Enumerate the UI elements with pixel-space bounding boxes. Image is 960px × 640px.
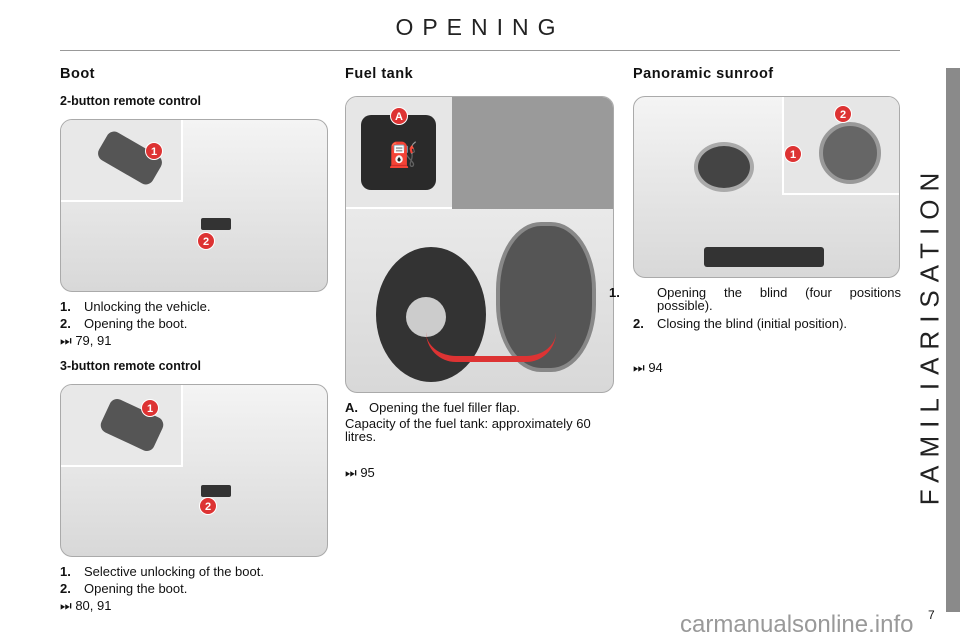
marker-2: 2 <box>197 232 215 250</box>
section-tab-label: FAMILIARISATION <box>914 164 945 506</box>
list-item: 1.Opening the blind (four positions poss… <box>609 285 901 313</box>
fast-forward-icon: ⏭ <box>60 333 72 348</box>
marker-1: 1 <box>141 399 159 417</box>
two-button-heading: 2-button remote control <box>60 94 201 108</box>
list-item: 1.Unlocking the vehicle. <box>60 299 211 314</box>
page-title: OPENING <box>395 14 565 40</box>
watermark: carmanualsonline.info <box>680 611 914 638</box>
fuel-pump-icon: ⛽ <box>388 142 418 169</box>
list-item: A.Opening the fuel filler flap. <box>345 400 521 415</box>
boot-heading: Boot <box>60 66 96 82</box>
page-reference[interactable]: ⏭ 80, 91 <box>60 598 112 613</box>
marker-1: 1 <box>145 142 163 160</box>
fast-forward-icon: ⏭ <box>60 598 72 613</box>
page-reference[interactable]: ⏭ 95 <box>345 465 375 480</box>
sunroof-heading: Panoramic sunroof <box>633 66 774 82</box>
fast-forward-icon: ⏭ <box>633 360 645 375</box>
list-item: 2.Closing the blind (initial position). <box>633 316 848 331</box>
list-item: 2.Opening the boot. <box>60 316 188 331</box>
fuel-capacity-text: Capacity of the fuel tank: approximately… <box>345 416 591 444</box>
page-reference[interactable]: ⏭ 94 <box>633 360 663 375</box>
page-reference[interactable]: ⏭ 79, 91 <box>60 333 112 348</box>
marker-2: 2 <box>834 105 852 123</box>
fuel-flap-illustration: ⛽ A <box>345 96 614 393</box>
fast-forward-icon: ⏭ <box>345 465 357 480</box>
three-button-remote-illustration: 1 2 <box>60 384 328 557</box>
fuel-tank-heading: Fuel tank <box>345 66 414 82</box>
list-item: 2.Opening the boot. <box>60 581 188 596</box>
section-tab[interactable] <box>946 68 960 612</box>
page-number: 7 <box>928 608 935 622</box>
title-divider <box>60 50 900 51</box>
sunroof-control-illustration: 2 1 <box>633 96 900 278</box>
three-button-heading: 3-button remote control <box>60 359 201 373</box>
list-item: 1.Selective unlocking of the boot. <box>60 564 264 579</box>
marker-a: A <box>390 107 408 125</box>
two-button-remote-illustration: 1 2 <box>60 119 328 292</box>
marker-1: 1 <box>784 145 802 163</box>
marker-2: 2 <box>199 497 217 515</box>
